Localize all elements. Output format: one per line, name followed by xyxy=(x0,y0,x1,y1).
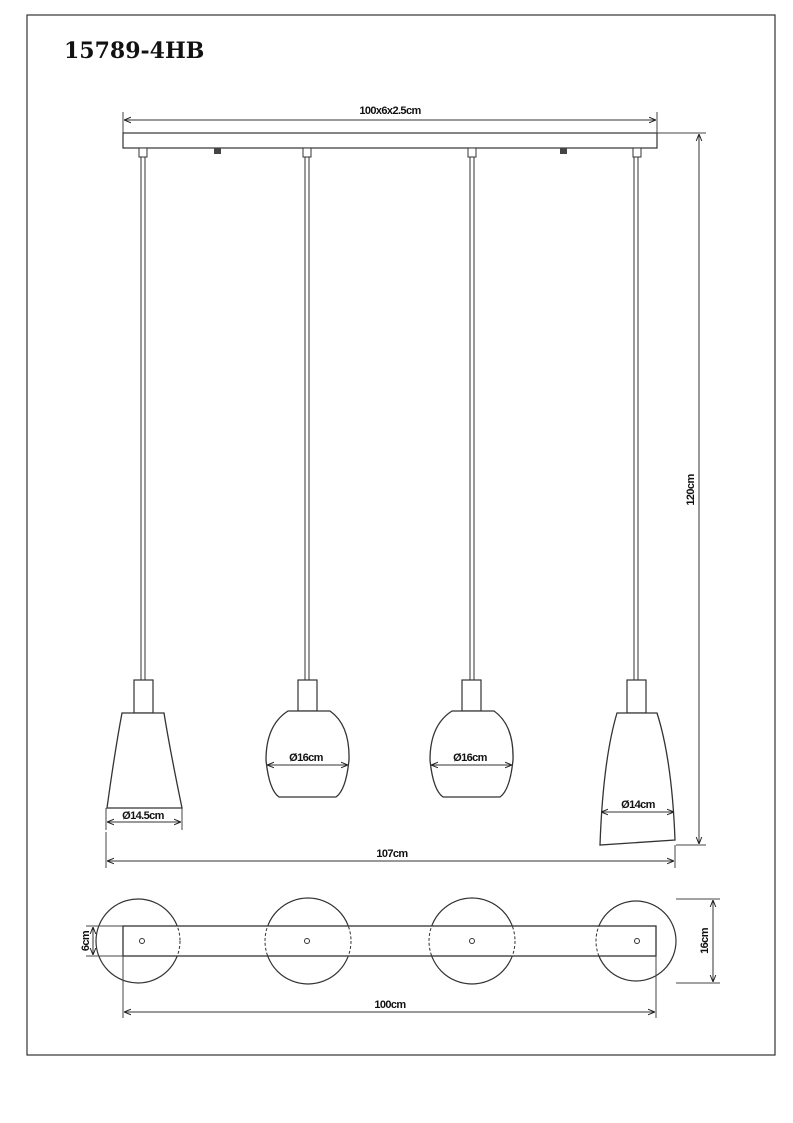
glass-shade-2 xyxy=(265,710,350,798)
mount-point xyxy=(139,938,145,944)
lamp-holder xyxy=(133,679,154,714)
ceiling-plate xyxy=(122,925,657,957)
total-height-label: 120cm xyxy=(685,474,697,506)
canopy-dimension-label: 100x6x2.5cm xyxy=(359,105,421,117)
plate-length-label: 100cm xyxy=(374,999,406,1011)
cable-grip xyxy=(467,147,477,158)
shade-depth-label: 16cm xyxy=(699,927,711,954)
plan-view: 6cm 16cm 100cm xyxy=(80,897,720,1018)
mount-screw xyxy=(560,148,567,154)
model-number: 15789-4HB xyxy=(64,38,204,64)
shade-3-diameter-label: Ø16cm xyxy=(453,752,488,764)
drawing-frame xyxy=(26,14,776,1056)
glass-shade-1 xyxy=(106,712,183,809)
lamp-holder xyxy=(461,679,482,712)
total-width-label: 107cm xyxy=(376,848,408,860)
cable-grip xyxy=(138,147,148,158)
mount-point xyxy=(304,938,310,944)
canopy-bar xyxy=(122,132,658,149)
plate-depth-label: 6cm xyxy=(80,930,92,951)
glass-shade-4 xyxy=(599,712,676,846)
shade-2-diameter-label: Ø16cm xyxy=(289,752,324,764)
cable-grip xyxy=(632,147,642,158)
glass-shade-3 xyxy=(429,710,514,798)
shade-1-diameter-label: Ø14.5cm xyxy=(122,810,164,822)
mount-point xyxy=(469,938,475,944)
front-elevation: 100x6x2.5cm xyxy=(105,105,706,868)
lamp-holder xyxy=(626,679,647,714)
mount-screw xyxy=(214,148,221,154)
lamp-holder xyxy=(297,679,318,712)
mount-point xyxy=(634,938,640,944)
shade-4-diameter-label: Ø14cm xyxy=(621,799,656,811)
cable-grip xyxy=(302,147,312,158)
